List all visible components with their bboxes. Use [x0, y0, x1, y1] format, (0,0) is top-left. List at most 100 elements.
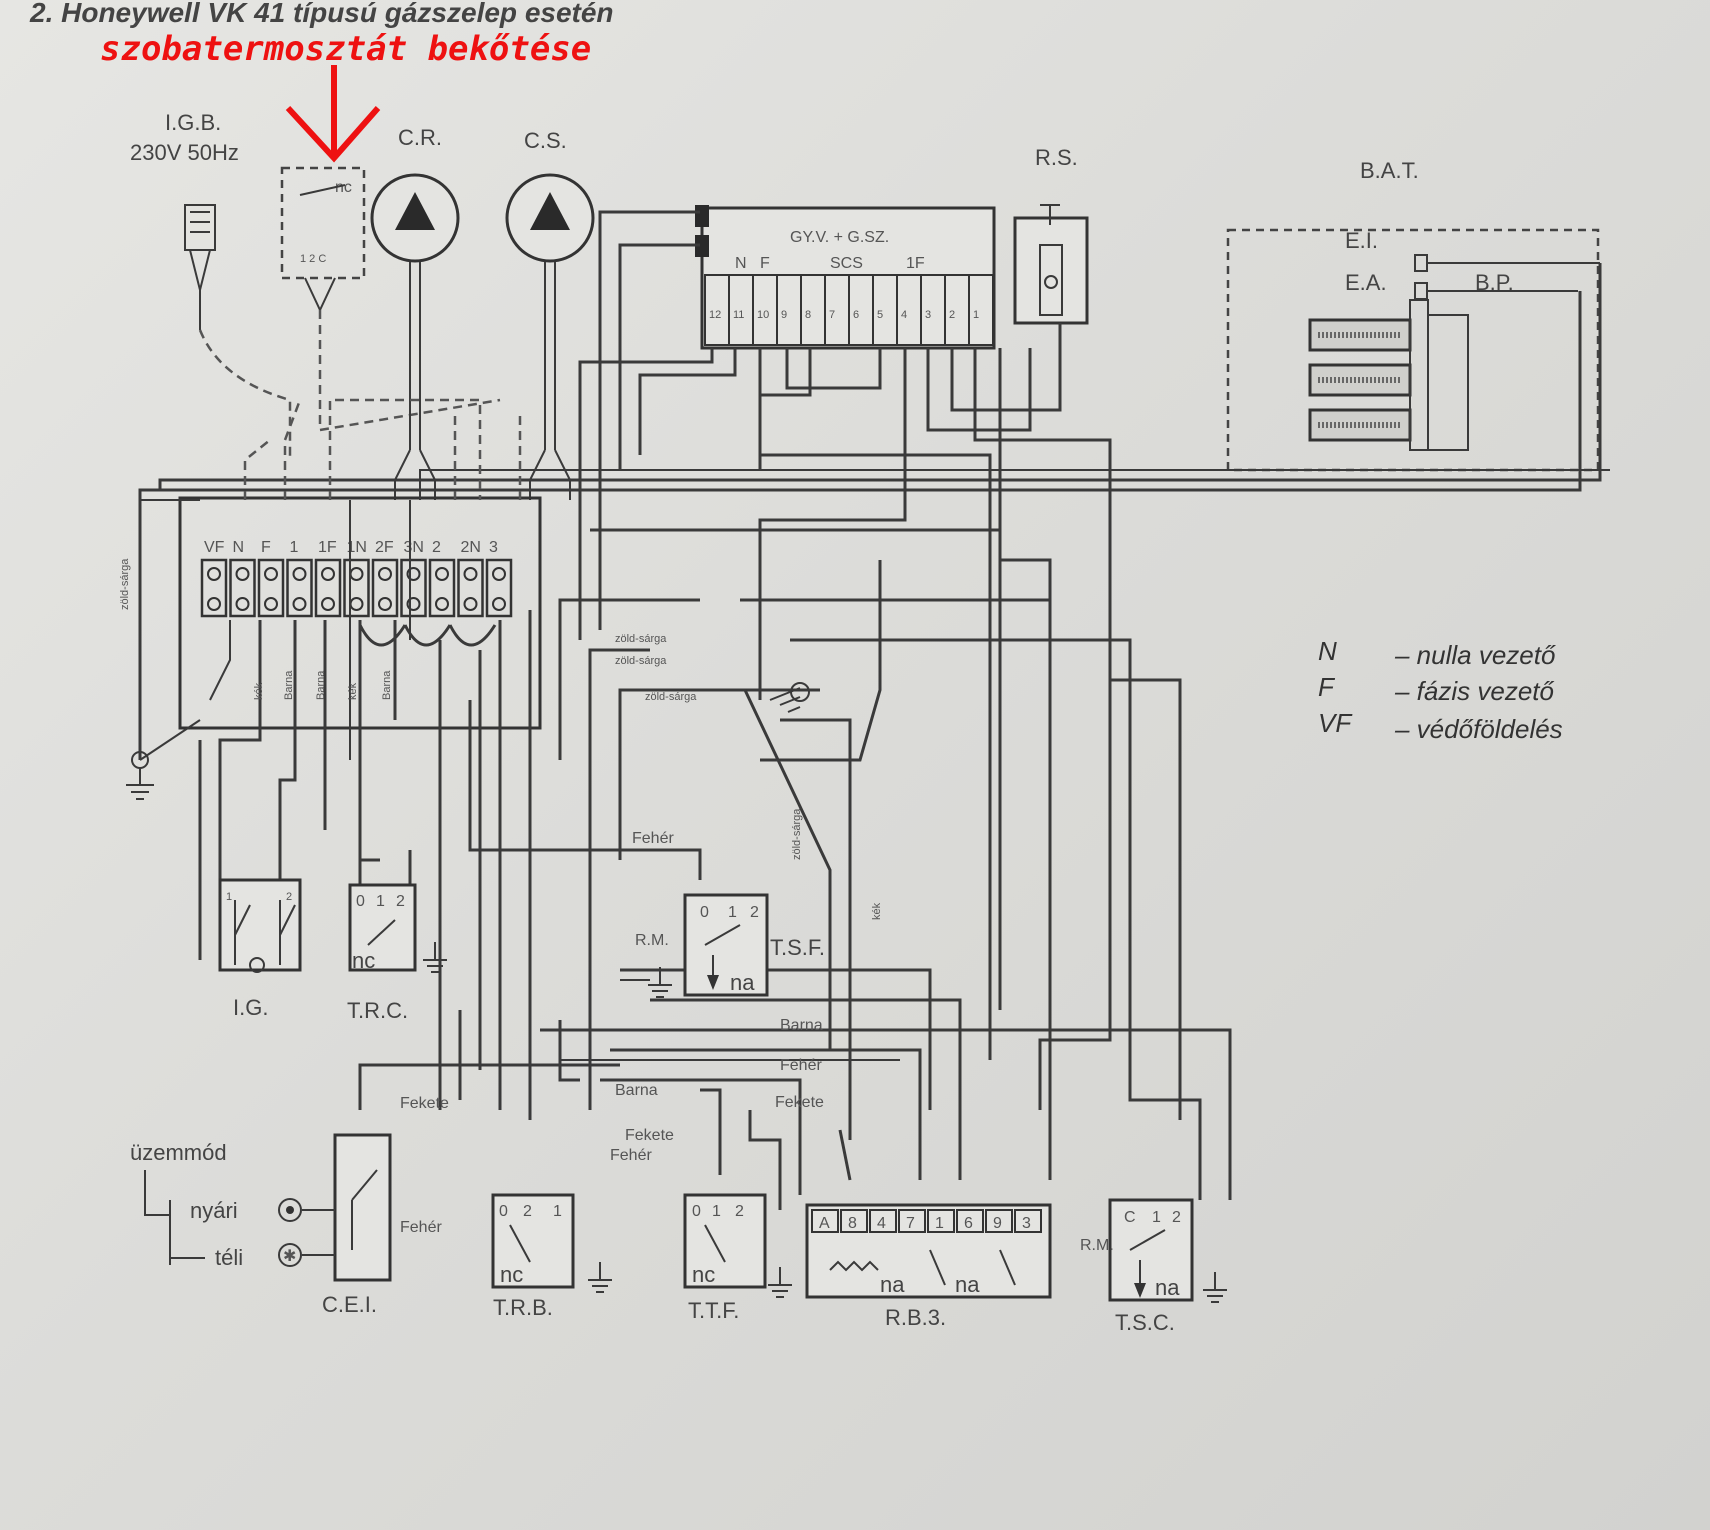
burner-assembly-bat: E.I. E.A. B.P.: [1226, 228, 1600, 472]
terminal-label: 3N: [404, 539, 424, 556]
wire-label: Fehér: [400, 1219, 442, 1236]
terminal-label: F: [261, 539, 271, 556]
gyv-terminal-number: 5: [877, 309, 883, 321]
gyv-terminal-number: 2: [949, 309, 955, 321]
rb3-terminal: [1014, 1209, 1042, 1233]
screw-icon: [292, 597, 307, 611]
rb3-terminal: [927, 1209, 955, 1233]
wire-label: Barna: [615, 1082, 658, 1099]
gas-valve-block: GY.V. + G.SZ. N F SCS 1F: [695, 205, 996, 350]
wire-label: Fehér: [610, 1147, 652, 1164]
legend-symbol: N: [1318, 636, 1337, 666]
terminal-label: 3: [489, 539, 498, 556]
svg-text:GY.V. + G.SZ.: GY.V. + G.SZ.: [790, 229, 889, 246]
terminal-screw: [371, 558, 399, 618]
rb3-terminal: [956, 1209, 984, 1233]
svg-text:T.R.C.: T.R.C.: [347, 998, 408, 1023]
screw-icon: [264, 597, 278, 611]
screw-icon: [349, 597, 364, 611]
rb3-terminal: [869, 1209, 897, 1233]
gyv-terminal: [968, 274, 994, 346]
annotation-room-thermostat: szobatermosztát bekőtése: [100, 29, 591, 69]
svg-text:2: 2: [1172, 1209, 1181, 1226]
svg-text:2: 2: [523, 1203, 532, 1220]
svg-text:1: 1: [376, 893, 385, 910]
rb3-terminal-label: A: [819, 1215, 830, 1232]
wire-label: Barna: [381, 670, 393, 700]
mode-selector: üzemmód nyári téli ✱: [130, 1140, 335, 1270]
wire-label: zöld-sárga: [615, 655, 667, 667]
rb3-terminal-label: 6: [964, 1215, 973, 1232]
ground-symbol-icon: [588, 1262, 612, 1293]
gyv-terminal-number: 10: [757, 309, 769, 321]
terminal-screw: [257, 558, 285, 618]
wire-label: zöld-sárga: [645, 691, 697, 703]
screw-icon: [207, 567, 221, 581]
gyv-terminal-number: 3: [925, 309, 931, 321]
wire-label: kék: [871, 902, 883, 920]
svg-text:E.I.: E.I.: [1345, 228, 1378, 253]
label-cr: C.R.: [398, 125, 442, 150]
screw-icon: [264, 567, 278, 581]
rb3-terminal: [985, 1209, 1013, 1233]
wire-label: Fekete: [625, 1127, 674, 1144]
thermostat-ttf: 0 1 2 nc T.T.F.: [683, 1193, 767, 1323]
svg-text:C.E.I.: C.E.I.: [322, 1292, 377, 1317]
svg-text:1F: 1F: [906, 255, 925, 272]
red-arrow-icon: [285, 65, 381, 163]
ground-symbol-icon: [769, 682, 810, 713]
wire-label: Barna: [315, 670, 327, 700]
terminal-label: 2: [432, 539, 441, 556]
terminal-screw: [485, 558, 513, 618]
terminal-screw: [286, 558, 313, 618]
svg-text:2: 2: [396, 893, 405, 910]
screw-icon: [435, 597, 449, 611]
wire-label: Barna: [780, 1017, 823, 1034]
svg-text:N: N: [735, 255, 747, 272]
wire-label: kék: [347, 682, 359, 700]
screw-icon: [207, 597, 221, 611]
ground-symbol-icon: [1203, 1272, 1227, 1303]
main-switch-ig: 1 2 I.G.: [218, 878, 302, 1020]
ground-symbol-icon: [648, 967, 672, 998]
svg-text:C: C: [1124, 1209, 1136, 1226]
legend-text: – fázis vezető: [1394, 676, 1555, 706]
screw-icon: [292, 567, 307, 581]
svg-text:nyári: nyári: [190, 1198, 238, 1223]
gyv-terminal-number: 8: [805, 309, 811, 321]
screw-icon: [378, 567, 392, 581]
ground-symbol-icon: [768, 1267, 792, 1298]
wire-color-labels: zöld-sárga zöld-sárga zöld-sárga Fehér B…: [400, 633, 824, 1236]
terminal-label: 2N: [461, 539, 481, 556]
rb3-terminal-label: 3: [1022, 1215, 1031, 1232]
svg-text:üzemmód: üzemmód: [130, 1140, 227, 1165]
terminal-label: VF: [204, 539, 225, 556]
diagram-title: 2. Honeywell VK 41 típusú gázszelep eset…: [29, 0, 614, 28]
svg-text:na: na: [730, 970, 755, 995]
svg-text:1: 1: [728, 904, 737, 921]
svg-text:T.S.C.: T.S.C.: [1115, 1310, 1175, 1335]
svg-text:nc: nc: [692, 1262, 715, 1287]
terminal-label: 1N: [347, 539, 367, 556]
pump-cr-icon: [370, 173, 460, 500]
gyv-terminal-number: 7: [829, 309, 835, 321]
svg-text:0: 0: [356, 893, 365, 910]
svg-text:SCS: SCS: [830, 255, 863, 272]
svg-text:1: 1: [712, 1203, 721, 1220]
ground-symbol-icon: [423, 942, 447, 973]
svg-text:I.G.: I.G.: [233, 995, 268, 1020]
wire-label: Fekete: [775, 1094, 824, 1111]
screw-icon: [463, 597, 478, 611]
rb3-terminal-label: 1: [935, 1215, 944, 1232]
svg-text:na: na: [955, 1272, 980, 1297]
svg-text:0: 0: [692, 1203, 701, 1220]
label-bat: B.A.T.: [1360, 158, 1419, 183]
wire-label: Fehér: [780, 1057, 822, 1074]
screw-icon: [378, 597, 392, 611]
svg-text:✱: ✱: [283, 1248, 296, 1265]
gyv-terminal-number: 9: [781, 309, 787, 321]
legend-text: – védőföldelés: [1394, 714, 1563, 744]
legend-symbol: VF: [1318, 708, 1353, 738]
